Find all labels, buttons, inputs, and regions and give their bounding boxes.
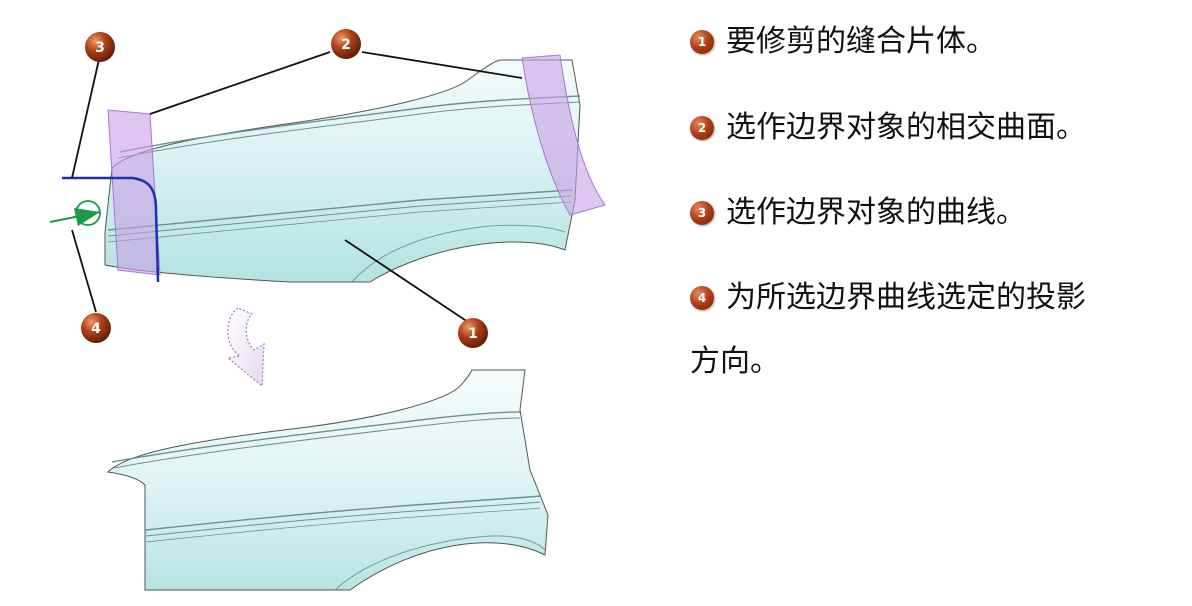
legend-text-4-continuation: 方向。 xyxy=(690,344,780,379)
legend-text-3: 选作边界对象的曲线。 xyxy=(726,195,1026,230)
legend-item-4: 4 为所选边界曲线选定的投影 xyxy=(690,282,1086,314)
svg-text:4: 4 xyxy=(91,321,101,337)
svg-text:1: 1 xyxy=(468,326,478,342)
callout-4: 4 xyxy=(81,313,111,343)
boundary-curve xyxy=(62,176,160,283)
callout-3: 3 xyxy=(85,32,115,62)
legend-text-2: 选作边界对象的相交曲面。 xyxy=(726,110,1086,145)
legend-item-1: 1 要修剪的缝合片体。 xyxy=(690,26,996,58)
legend-item-2: 2 选作边界对象的相交曲面。 xyxy=(690,112,1086,144)
trimmed-sheet-result xyxy=(106,369,549,591)
legend-text-4: 为所选边界曲线选定的投影 xyxy=(726,280,1086,315)
stitched-sheet-before xyxy=(104,59,581,283)
callout-badge-2: 2 xyxy=(690,116,714,140)
legend-item-3: 3 选作边界对象的曲线。 xyxy=(690,197,1026,229)
callout-2: 2 xyxy=(331,29,361,59)
callout-1: 1 xyxy=(458,318,488,348)
projection-direction-arrow xyxy=(49,200,101,226)
svg-text:3: 3 xyxy=(95,40,105,56)
result-arrow-icon xyxy=(226,307,265,388)
trim-illustration: 3 2 4 1 xyxy=(49,29,606,591)
boundary-surface-right xyxy=(521,54,606,216)
callout-badge-4: 4 xyxy=(690,286,714,310)
leader-lines xyxy=(71,51,523,323)
callout-badge-3: 3 xyxy=(690,201,714,225)
callout-badge-1: 1 xyxy=(690,30,714,54)
legend-text-1: 要修剪的缝合片体。 xyxy=(726,24,996,59)
boundary-surface-left xyxy=(107,109,161,276)
svg-text:2: 2 xyxy=(341,37,351,53)
